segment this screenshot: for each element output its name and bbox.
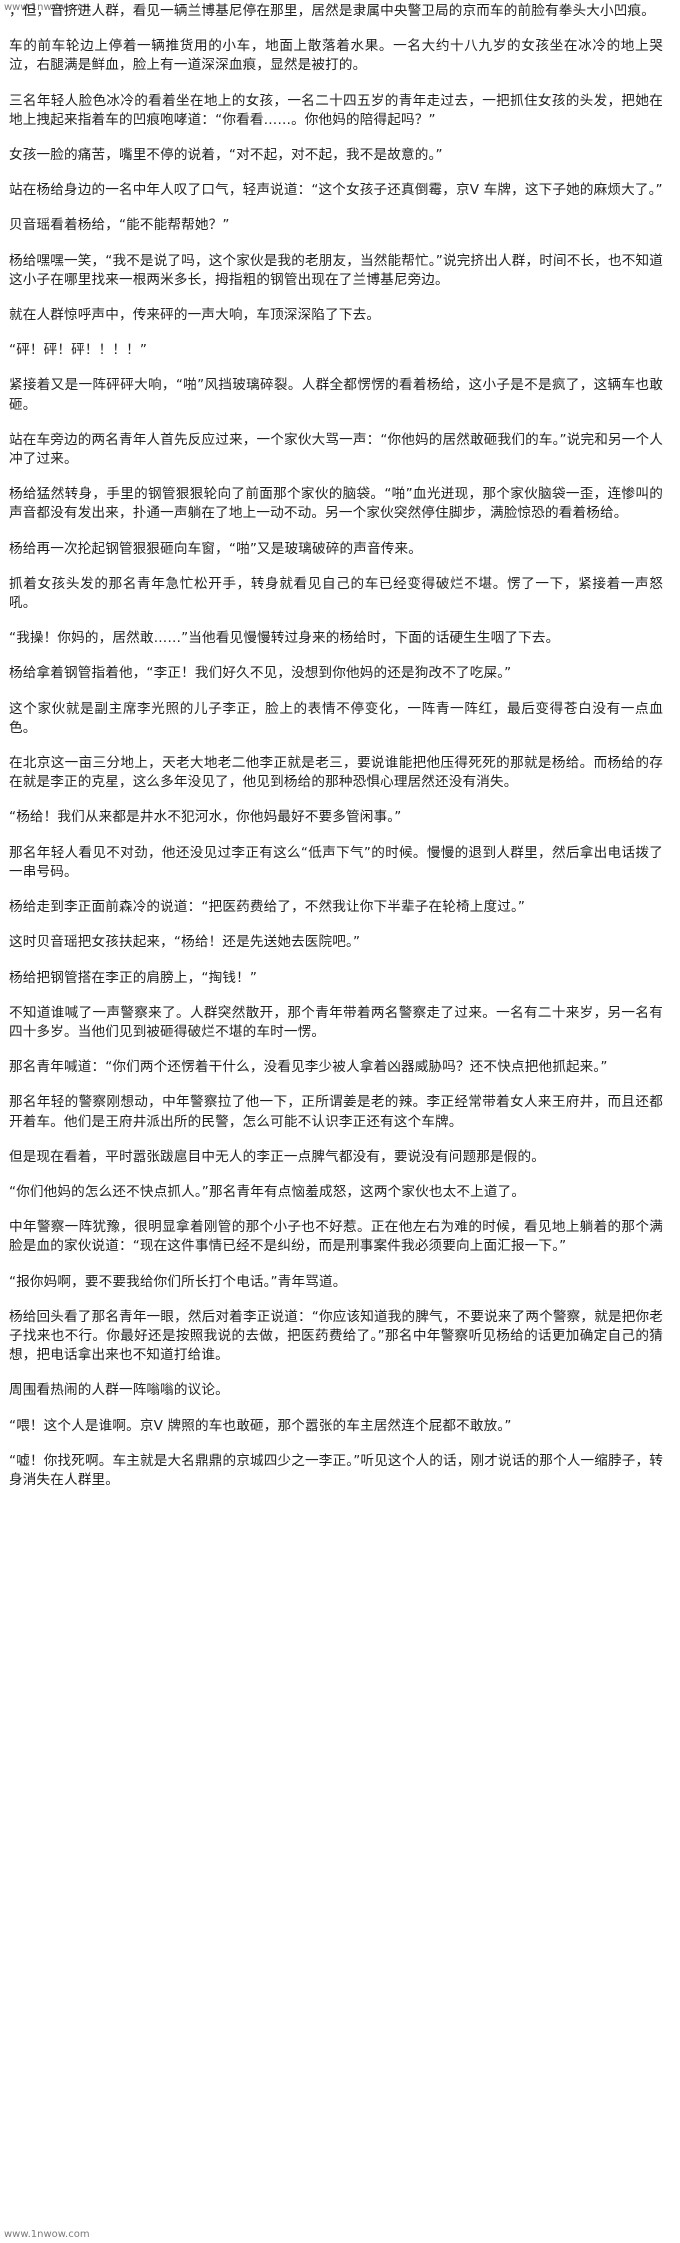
watermark-top: www.1nwow.com xyxy=(4,2,90,13)
paragraph: 站在杨给身边的一名中年人叹了口气，轻声说道：“这个女孩子还真倒霉，京V 车牌，这… xyxy=(9,182,663,199)
paragraph: 这时贝音瑶把女孩扶起来，“杨给！还是先送她去医院吧。” xyxy=(9,934,361,951)
paragraph: 杨给嘿嘿一笑，“我不是说了吗，这个家伙是我的老朋友，当然能帮忙。”说完挤出人群，… xyxy=(9,252,663,288)
watermark-bottom: www.1nwow.com xyxy=(4,2229,90,2240)
paragraph: 杨给拿着钢管指着他，“李正！我们好久不见，没想到你他妈的还是狗改不了吃屎。” xyxy=(9,665,512,682)
paragraph: 那名年轻的警察刚想动，中年警察拉了他一下，正所谓姜是老的辣。李正经常带着女人来王… xyxy=(9,1094,663,1130)
paragraph: 杨给猛然转身，手里的钢管狠狠轮向了前面那个家伙的脑袋。“啪”血光迸现，那个家伙脑… xyxy=(9,486,663,522)
paragraph: 这个家伙就是副主席李光照的儿子李正，脸上的表情不停变化，一阵青一阵红，最后变得苍… xyxy=(9,700,663,736)
paragraph: 杨给再一次抡起钢管狠狠砸向车窗，“啪”又是玻璃破碎的声音传来。 xyxy=(9,540,422,557)
paragraph: 车的前车轮边上停着一辆推货用的小车，地面上散落着水果。一名大约十八九岁的女孩坐在… xyxy=(9,38,663,74)
paragraph: ，但，音挤进人群，看见一辆兰博基尼停在那里，居然是隶属中央警卫局的京而车的前脸有… xyxy=(9,3,655,19)
paragraph: “报你妈啊，要不要我给你们所长打个电话。”青年骂道。 xyxy=(9,1273,347,1290)
paragraph: 周围看热闹的人群一阵嗡嗡的议论。 xyxy=(9,1382,229,1399)
paragraph: “杨给！我们从来都是井水不犯河水，你他妈最好不要多管闲事。” xyxy=(9,809,402,826)
paragraph: 贝音瑶看着杨给，“能不能帮帮她？” xyxy=(9,217,230,234)
paragraph: 站在车旁边的两名青年人首先反应过来，一个家伙大骂一声：“你他妈的居然敢砸我们的车… xyxy=(9,431,663,468)
paragraph: “你们他妈的怎么还不快点抓人。”那名青年有点恼羞成怒，这两个家伙也太不上道了。 xyxy=(9,1183,526,1200)
paragraph: 中年警察一阵犹豫，很明显拿着刚管的那个小子也不好惹。正在他左右为难的时候，看见地… xyxy=(9,1219,663,1255)
paragraph: “我操！你妈的，居然敢……”当他看见慢慢转过身来的杨给时，下面的话硬生生咽了下去… xyxy=(9,630,560,647)
article-body: ，但，音挤进人群，看见一辆兰博基尼停在那里，居然是隶属中央警卫局的京而车的前脸有… xyxy=(9,3,663,1506)
paragraph: “喂！这个人是谁啊。京V 牌照的车也敢砸，那个嚣张的车主居然连个屁都不敢放。” xyxy=(9,1417,512,1434)
paragraph: “嘘！你找死啊。车主就是大名鼎鼎的京城四少之一李正。”听见这个人的话，刚才说话的… xyxy=(9,1452,663,1488)
paragraph: 不知道谁喊了一声警察来了。人群突然散开，那个青年带着两名警察走了过来。一名有二十… xyxy=(9,1004,663,1040)
paragraph: 那名青年喊道：“你们两个还愣着干什么，没看见李少被人拿着凶器威胁吗？还不快点把他… xyxy=(9,1059,608,1076)
paragraph: 杨给回头看了那名青年一眼，然后对着李正说道：“你应该知道我的脾气，不要说来了两个… xyxy=(9,1308,663,1364)
paragraph: 三名年轻人脸色冰冷的看着坐在地上的女孩，一名二十四五岁的青年走过去，一把抓住女孩… xyxy=(9,92,663,128)
paragraph: 在北京这一亩三分地上，天老大地老二他李正就是老三，要说谁能把他压得死死的那就是杨… xyxy=(9,755,663,791)
paragraph: 就在人群惊呼声中，传来砰的一声大响，车顶深深陷了下去。 xyxy=(9,307,381,324)
paragraph: 那名年轻人看见不对劲，他还没见过李正有这么“低声下气”的时候。慢慢的退到人群里，… xyxy=(9,844,663,880)
paragraph: 但是现在看着，平时嚣张跋扈目中无人的李正一点脾气都没有，要说没有问题那是假的。 xyxy=(9,1148,546,1165)
paragraph: 女孩一脸的痛苦，嘴里不停的说着，“对不起，对不起，我不是故意的。” xyxy=(9,147,443,164)
paragraph: 杨给走到李正面前森冷的说道：“把医药费给了，不然我让你下半辈子在轮椅上度过。” xyxy=(9,899,526,916)
paragraph: 抓着女孩头发的那名青年急忙松开手，转身就看见自己的车已经变得破烂不堪。愣了一下，… xyxy=(9,575,663,612)
paragraph: “砰！砰！砰！！！！” xyxy=(9,342,148,359)
paragraph: 紧接着又是一阵砰砰大响，“啪”风挡玻璃碎裂。人群全都愣愣的看着杨给，这小子是不是… xyxy=(9,377,663,413)
paragraph: 杨给把钢管搭在李正的肩膀上，“掏钱！” xyxy=(9,969,258,986)
